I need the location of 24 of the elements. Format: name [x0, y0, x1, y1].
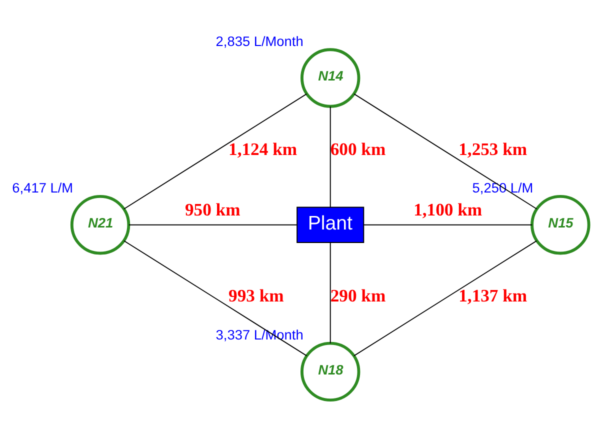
node-circle: N14	[300, 48, 360, 108]
connector	[354, 240, 538, 356]
node-label: 5,250 L/M	[472, 180, 534, 196]
connector	[363, 224, 532, 226]
node-circle: N21	[70, 194, 130, 255]
edge-label: 290 km	[330, 286, 386, 306]
connector	[128, 224, 298, 226]
node-label: 2,835 L/Month	[216, 34, 304, 49]
connector	[124, 240, 308, 356]
connector	[354, 93, 538, 210]
connector	[330, 106, 331, 208]
edge-label: 1,137 km	[458, 286, 528, 306]
node-box: Plant	[296, 206, 364, 243]
edge-label: 1,100 km	[414, 199, 482, 220]
edge-label: 600 km	[330, 138, 386, 159]
connector	[123, 93, 308, 210]
edge-label: 1,124 km	[228, 138, 298, 159]
edge-label: 1,253 km	[458, 138, 528, 159]
node-label: 6,417 L/M	[12, 180, 74, 196]
edge-label: 993 km	[228, 286, 284, 306]
connector	[330, 242, 331, 344]
node-circle: N15	[530, 194, 590, 255]
node-circle: N18	[300, 342, 360, 402]
edge-label: 950 km	[184, 199, 240, 220]
